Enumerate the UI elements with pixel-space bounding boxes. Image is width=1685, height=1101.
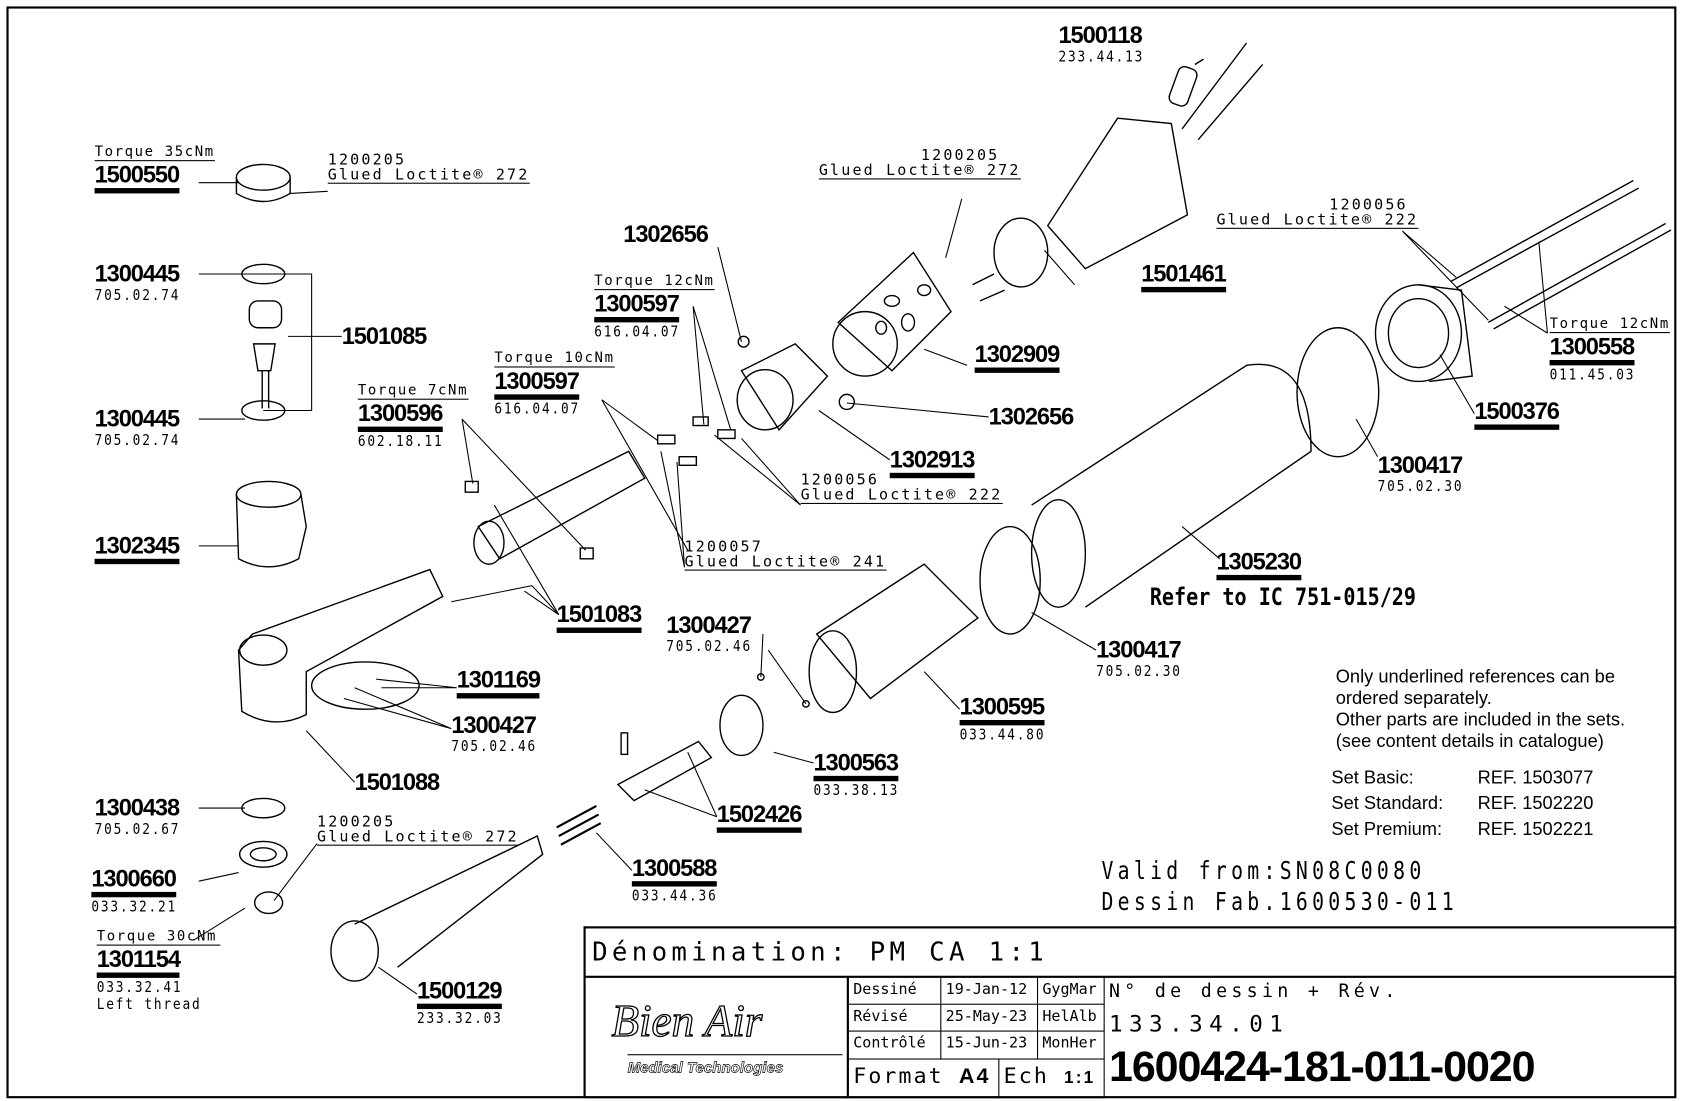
drawing-number: 133.34.01 xyxy=(1108,1011,1290,1037)
row-name: MonHer xyxy=(1038,1031,1105,1060)
part-1502426 xyxy=(616,732,713,802)
label-1302909: 1302909 xyxy=(974,342,1060,373)
part-1300563 xyxy=(719,694,764,757)
drawing-number-label: N° de dessin + Rév. xyxy=(1108,981,1400,1003)
part-1300438 xyxy=(241,797,286,819)
part-1302909 xyxy=(832,251,952,377)
row-name: GygMar xyxy=(1038,977,1105,1005)
part-1302345 xyxy=(235,480,307,568)
row-label: Contrôlé xyxy=(848,1031,942,1060)
part-1301154 xyxy=(253,891,284,915)
sheet-border xyxy=(6,6,1677,1099)
label-1301169: 1301169 xyxy=(456,668,541,699)
row-date: 19-Jan-12 xyxy=(941,977,1039,1005)
row-label: Dessiné xyxy=(848,977,942,1005)
part-1501461 xyxy=(972,42,1264,302)
row-date: 15-Jun-23 xyxy=(941,1031,1039,1060)
part-1302656 xyxy=(737,335,750,348)
screws xyxy=(464,416,736,560)
part-1302913 xyxy=(736,343,829,431)
row-label: Révisé xyxy=(848,1004,942,1032)
label-1302656: 1302656 xyxy=(623,220,709,248)
part-1302656b xyxy=(838,393,856,411)
row-date: 25-May-23 xyxy=(941,1004,1039,1032)
set-row: Set Basic:REF. 1503077 xyxy=(1331,767,1594,788)
label-1500376: 1500376 xyxy=(1474,399,1560,430)
part-1500129 xyxy=(330,835,544,982)
label-1302913: 1302913 xyxy=(889,448,975,479)
part-1501083 xyxy=(473,450,646,565)
part-1500376 xyxy=(1374,284,1473,383)
set-row: Set Premium:REF. 1502221 xyxy=(1331,818,1594,840)
label-1302345: 1302345 xyxy=(94,534,180,565)
part-1501088 xyxy=(237,568,444,723)
label-1501083: 1501083 xyxy=(556,602,642,633)
part-1500550 xyxy=(235,163,291,203)
scale: Ech 1:1 xyxy=(999,1059,1105,1099)
label-1501085: 1501085 xyxy=(341,322,428,350)
reference-number: 1600424-181-011-0020 xyxy=(1108,1043,1536,1091)
part-1300558 xyxy=(1450,179,1672,330)
part-1300445 xyxy=(241,263,286,285)
dessin-fab: Dessin Fab.1600530-011 xyxy=(1101,888,1458,917)
part-1501085 xyxy=(248,300,283,409)
part-1300588 xyxy=(556,805,602,846)
part-1300427 xyxy=(756,673,765,681)
row-name: HelAlb xyxy=(1038,1004,1105,1032)
part-1300417 xyxy=(979,525,1041,635)
label-1501461: 1501461 xyxy=(1141,262,1227,293)
company-logo: Bien Air Medical Technologies xyxy=(585,977,849,1099)
part-1300660 xyxy=(238,840,288,868)
title-block: Dénomination: PM CA 1:1 Bien Air Medical… xyxy=(583,926,1677,1099)
part-1300417b xyxy=(1296,327,1380,458)
format: Format A4 xyxy=(848,1059,1000,1099)
label-1501088: 1501088 xyxy=(354,768,441,796)
set-row: Set Standard:REF. 1502220 xyxy=(1331,793,1594,814)
part-1300595 xyxy=(808,563,979,714)
valid-from: Valid from:SN08C0080 xyxy=(1101,857,1426,886)
sets-list: Set Basic:REF. 1503077 Set Standard:REF.… xyxy=(1331,765,1593,842)
label-1302656: 1302656 xyxy=(988,402,1075,430)
part-1500118 xyxy=(1168,58,1204,107)
label-1502426: 1502426 xyxy=(716,802,802,833)
denomination: Dénomination: PM CA 1:1 xyxy=(585,928,1677,978)
part-1300445b xyxy=(241,400,286,421)
